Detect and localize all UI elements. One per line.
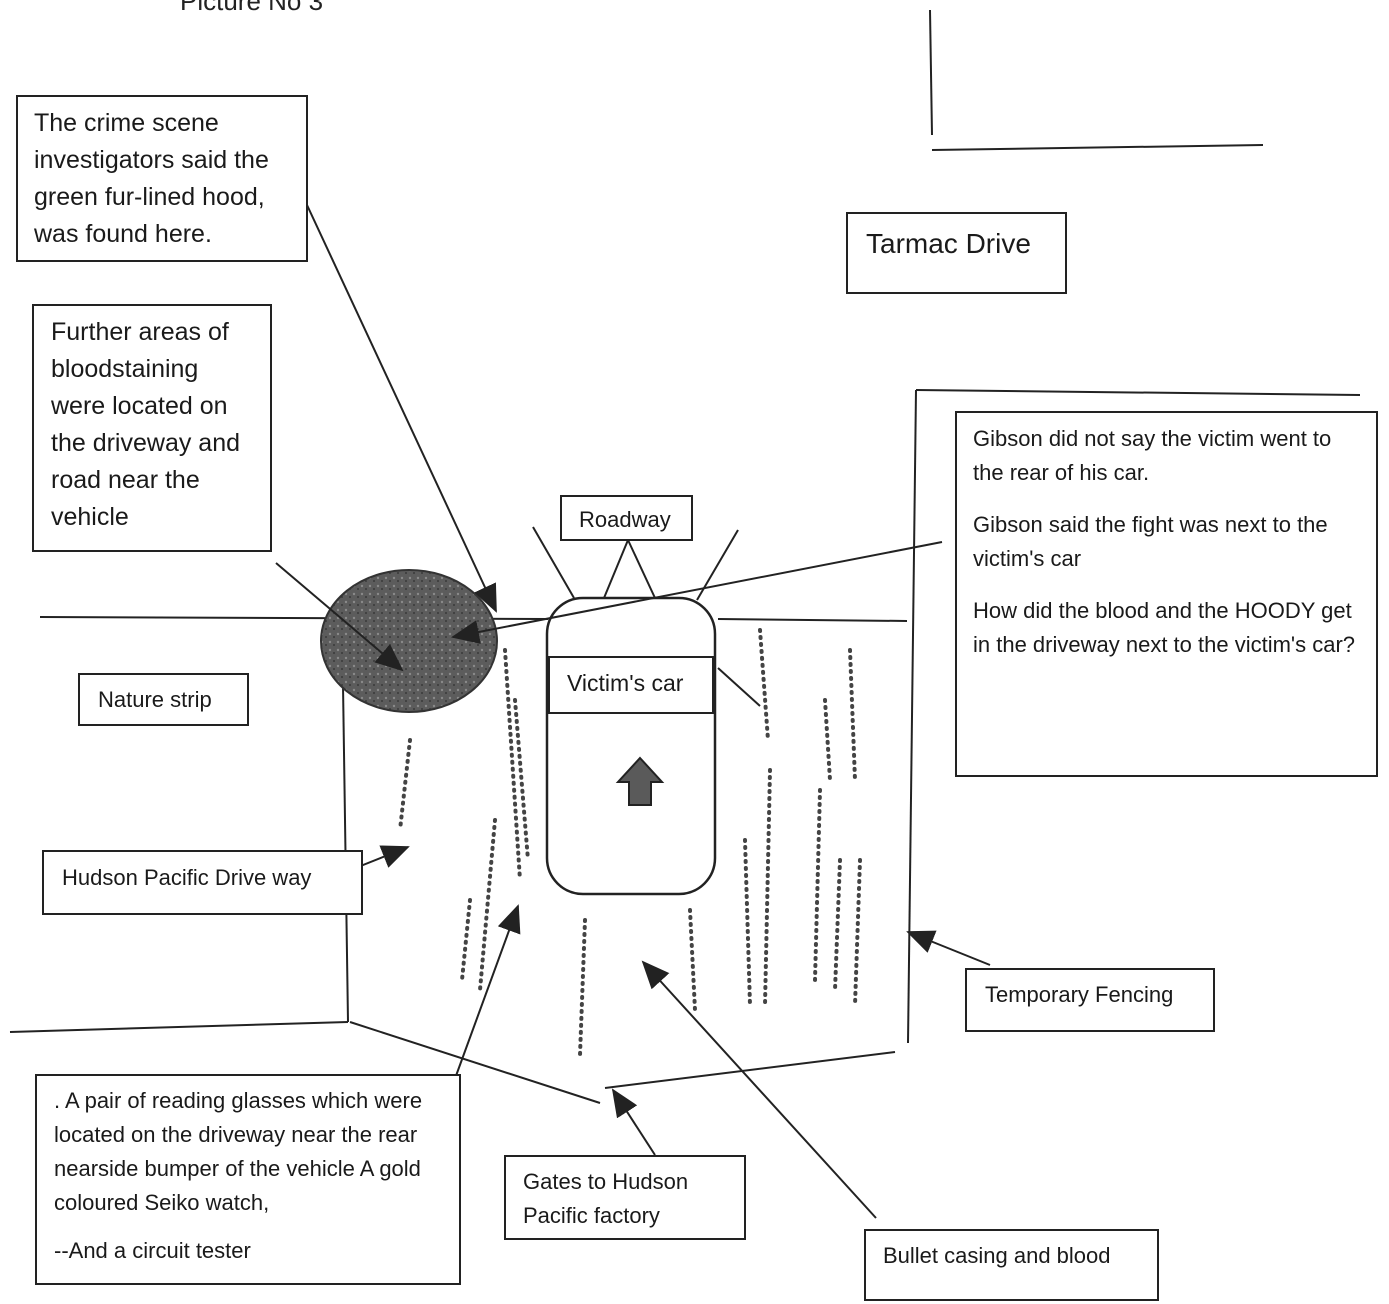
roadway-line-1 — [532, 526, 575, 599]
hood-arrow — [306, 204, 497, 613]
roadway-line-4 — [696, 529, 739, 601]
gibson-annotation-text-1: Gibson did not say the victim went to th… — [973, 426, 1332, 485]
bottom-boundary-line — [9, 1021, 349, 1033]
bullet-arrow — [641, 960, 877, 1219]
roadway-box: Roadway — [560, 495, 693, 541]
driveway-stipple-marks — [398, 628, 862, 1057]
corner-line-vertical — [929, 9, 933, 136]
driveway-right-wall — [907, 389, 917, 1044]
gibson-arrow — [451, 541, 943, 644]
gibson-annotation-text-3: How did the blood and the HOODY get in t… — [973, 598, 1356, 657]
hood-annotation-text: The crime scene investigators said the g… — [34, 109, 269, 248]
gibson-annotation-text-2: Gibson said the fight was next to the vi… — [973, 512, 1328, 571]
victims-car-body — [545, 596, 717, 896]
gibson-annotation-box: Gibson did not say the victim went to th… — [955, 411, 1378, 777]
tarmac-drive-label: Tarmac Drive — [866, 228, 1031, 259]
gates-box: Gates to Hudson Pacific factory — [504, 1155, 746, 1240]
fence-top-line — [915, 389, 1361, 396]
road-edge-right — [717, 618, 908, 622]
gate-line-left — [349, 1021, 601, 1104]
temporary-fencing-box: Temporary Fencing — [965, 968, 1215, 1032]
bloodstaining-annotation-box: Further areas of bloodstaining were loca… — [32, 304, 272, 552]
victims-car-label: Victim's car — [567, 670, 684, 696]
corner-line-horizontal — [931, 144, 1264, 151]
gate-line-right — [604, 1051, 896, 1089]
victims-car-label-band — [548, 656, 714, 714]
glasses-annotation-text-2: --And a circuit tester — [54, 1238, 251, 1263]
car-label-leader — [717, 667, 761, 707]
glasses-annotation-box: . A pair of reading glasses which were l… — [35, 1074, 461, 1285]
roadway-line-3 — [627, 539, 656, 599]
blood-stain — [320, 569, 498, 713]
page-heading: Picture No 3 — [180, 0, 324, 16]
fencing-arrow — [906, 930, 991, 966]
nature-strip-box: Nature strip — [78, 673, 249, 726]
bullet-casing-label: Bullet casing and blood — [883, 1243, 1111, 1268]
bloodstain-arrow — [275, 562, 404, 672]
roadway-line-2 — [603, 539, 629, 599]
hudson-driveway-label: Hudson Pacific Drive way — [62, 865, 312, 890]
roadway-label: Roadway — [579, 507, 671, 532]
tarmac-drive-box: Tarmac Drive — [846, 212, 1067, 294]
glasses-arrow — [448, 904, 521, 1096]
gates-label: Gates to Hudson Pacific factory — [523, 1169, 689, 1228]
direction-arrow-icon — [615, 756, 665, 806]
temporary-fencing-label: Temporary Fencing — [985, 982, 1174, 1007]
bullet-casing-box: Bullet casing and blood — [864, 1229, 1159, 1301]
hudson-driveway-box: Hudson Pacific Drive way — [42, 850, 363, 915]
gates-arrow — [611, 1088, 656, 1156]
bloodstaining-annotation-text: Further areas of bloodstaining were loca… — [51, 318, 241, 531]
nature-strip-label: Nature strip — [98, 687, 212, 712]
glasses-annotation-text-1: . A pair of reading glasses which were l… — [54, 1088, 423, 1215]
hood-annotation-box: The crime scene investigators said the g… — [16, 95, 308, 262]
